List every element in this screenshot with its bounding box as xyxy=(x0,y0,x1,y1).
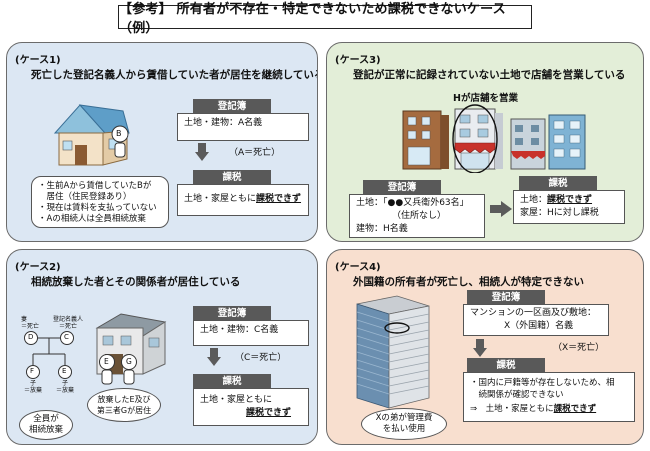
case2-tax-line1: 土地・家屋ともに xyxy=(200,395,273,405)
case1-death-note: （A＝死亡） xyxy=(229,148,281,158)
case4-panel: (ケース4) 外国籍の所有者が死亡し、相続人が特定できない Xの弟が管理費 を払… xyxy=(326,249,644,445)
tree-e: E xyxy=(62,367,67,375)
apartment-tower-illustration xyxy=(356,295,430,409)
case1-tax-result: 課税できず xyxy=(256,194,302,204)
case1-tax-prefix: 土地・家屋ともに xyxy=(184,194,257,204)
case1-label: (ケース1) xyxy=(15,55,61,66)
case1-registry-box: 土地・建物：A名義 xyxy=(177,113,309,141)
case4-registry-line: X（外国籍）名義 xyxy=(504,321,574,331)
person-g-label: G xyxy=(126,357,132,366)
case4-tax-line: 続関係が確認できない xyxy=(470,390,564,400)
case4-registry-header: 登記簿 xyxy=(467,290,545,305)
all-waived-bubble: 全員が 相続放棄 xyxy=(19,410,73,440)
residents-bubble: 放棄したE及び 第三者Gが居住 xyxy=(87,388,161,422)
family-tree-diagram xyxy=(24,331,74,379)
case3-registry-header: 登記簿 xyxy=(363,180,441,195)
tree-owner-status: ＝死亡 xyxy=(59,323,78,330)
case1-note-line: ・Aの相続人は全員相続放棄 xyxy=(38,214,146,224)
case4-bubble-line: を払い使用 xyxy=(382,424,426,434)
case4-bubble-line: Xの弟が管理費 xyxy=(375,413,433,423)
person-b-label: B xyxy=(116,129,122,138)
case2-registry-box: 土地・建物：C名義 xyxy=(193,320,309,346)
case3-tax-land-prefix: 土地： xyxy=(520,195,548,205)
all-waived-line: 全員が xyxy=(33,414,59,424)
case1-note-line: ・現在は賃料を支払っていない xyxy=(38,203,157,213)
case1-registry-text: 土地・建物：A名義 xyxy=(184,118,263,128)
case3-tax-building: 家屋：Hに対し課税 xyxy=(520,208,599,218)
tree-c: C xyxy=(64,333,69,341)
shop-buildings-illustration xyxy=(402,104,586,173)
case4-registry-box: マンションの一区画及び敷地： X（外国籍）名義 xyxy=(463,304,609,336)
case1-note-line: 居住（住民登録あり） xyxy=(38,192,132,202)
case3-label: (ケース3) xyxy=(335,55,381,66)
case4-manager-bubble: Xの弟が管理費 を払い使用 xyxy=(361,408,447,440)
shop-label: Hが店舗を営業 xyxy=(453,93,518,104)
persons-e-g-icons xyxy=(99,354,137,385)
tree-wife-status: ＝死亡 xyxy=(21,323,40,330)
case4-death-note: （X＝死亡） xyxy=(553,343,605,353)
case4-description: 外国籍の所有者が死亡し、相続人が特定できない xyxy=(353,276,584,288)
case3-tax-box: 土地：課税できず 家屋：Hに対し課税 xyxy=(513,190,625,224)
tree-child2-label: 子 xyxy=(62,380,69,387)
tree-owner-label: 登記名義人 xyxy=(53,316,84,323)
case4-tax-result: 課税できず xyxy=(553,404,597,414)
residents-line: 放棄したE及び xyxy=(97,395,151,404)
case3-registry-box: 土地：「●●又兵衛外63名」 （住所なし） 建物：H名義 xyxy=(349,194,485,238)
case1-note-line: ・生前Aから賃借していたBが xyxy=(38,181,152,191)
case3-tax-land-result: 課税できず xyxy=(547,195,593,205)
case2-registry-text: 土地・建物：C名義 xyxy=(200,325,279,335)
case3-tax-header: 課税 xyxy=(519,176,597,191)
tree-d: D xyxy=(28,333,34,341)
case4-tax-header: 課税 xyxy=(467,358,545,373)
tree-f: F xyxy=(30,367,35,375)
person-b-icon xyxy=(111,125,129,158)
case3-registry-line: 土地：「●●又兵衛外63名」 xyxy=(356,198,469,208)
case2-description: 相続放棄した者とその関係者が居住している xyxy=(31,276,241,288)
case3-description: 登記が正常に記録されていない土地で店舗を営業している xyxy=(353,69,626,81)
case4-tax-line: ・国内に戸籍等が存在しないため、相 xyxy=(470,378,615,388)
residents-line: 第三者Gが居住 xyxy=(96,406,152,415)
case1-note-bubble: ・生前Aから賃借していたBが 居住（住民登録あり） ・現在は賃料を支払っていない… xyxy=(31,176,169,228)
tree-child2-status: ＝放棄 xyxy=(56,387,75,394)
page-title: 【参考】 所有者が不存在・特定できないため課税できないケース（例） xyxy=(118,2,532,36)
case4-registry-line: マンションの一区画及び敷地： xyxy=(470,308,597,318)
case4-tax-box: ・国内に戸籍等が存在しないため、相 続関係が確認できない ⇒ 土地・家屋ともに課… xyxy=(463,372,635,422)
case4-label: (ケース4) xyxy=(335,262,381,273)
case2-down-arrow xyxy=(207,348,221,366)
case4-tax-result-prefix: ⇒ 土地・家屋ともに xyxy=(470,404,554,414)
case1-panel: (ケース1) 死亡した登記名義人から賃借していた者が居住を継続している B ・生… xyxy=(6,42,318,242)
case2-tax-box: 土地・家屋ともに 課税できず xyxy=(193,388,309,426)
all-waived-line: 相続放棄 xyxy=(28,425,63,435)
case4-down-arrow xyxy=(473,339,487,357)
case2-registry-header: 登記簿 xyxy=(193,306,271,321)
tree-child1-status: ＝放棄 xyxy=(24,387,43,394)
case3-registry-line: （住所なし） xyxy=(392,211,447,221)
case2-panel: (ケース2) 相続放棄した者とその関係者が居住している 妻 ＝死亡 登記名義人 … xyxy=(6,249,318,445)
case1-tax-header: 課税 xyxy=(193,170,271,185)
case1-tax-box: 土地・家屋ともに課税できず xyxy=(177,184,309,216)
case1-description: 死亡した登記名義人から賃借していた者が居住を継続している xyxy=(31,69,318,81)
tree-wife-label: 妻 xyxy=(21,316,28,323)
case2-tax-result: 課税できず xyxy=(246,408,292,418)
person-e-label: E xyxy=(104,357,109,366)
case1-registry-header: 登記簿 xyxy=(193,99,271,114)
case1-down-arrow xyxy=(195,143,209,161)
case3-panel: (ケース3) 登記が正常に記録されていない土地で店舗を営業している Hが店舗を営… xyxy=(326,42,644,242)
case2-tax-header: 課税 xyxy=(193,374,271,389)
tree-child1-label: 子 xyxy=(30,380,37,387)
case2-death-note: （C＝死亡） xyxy=(235,353,287,363)
case2-label: (ケース2) xyxy=(15,262,61,273)
case3-right-arrow xyxy=(490,201,512,217)
case3-registry-line: 建物：H名義 xyxy=(356,224,408,234)
